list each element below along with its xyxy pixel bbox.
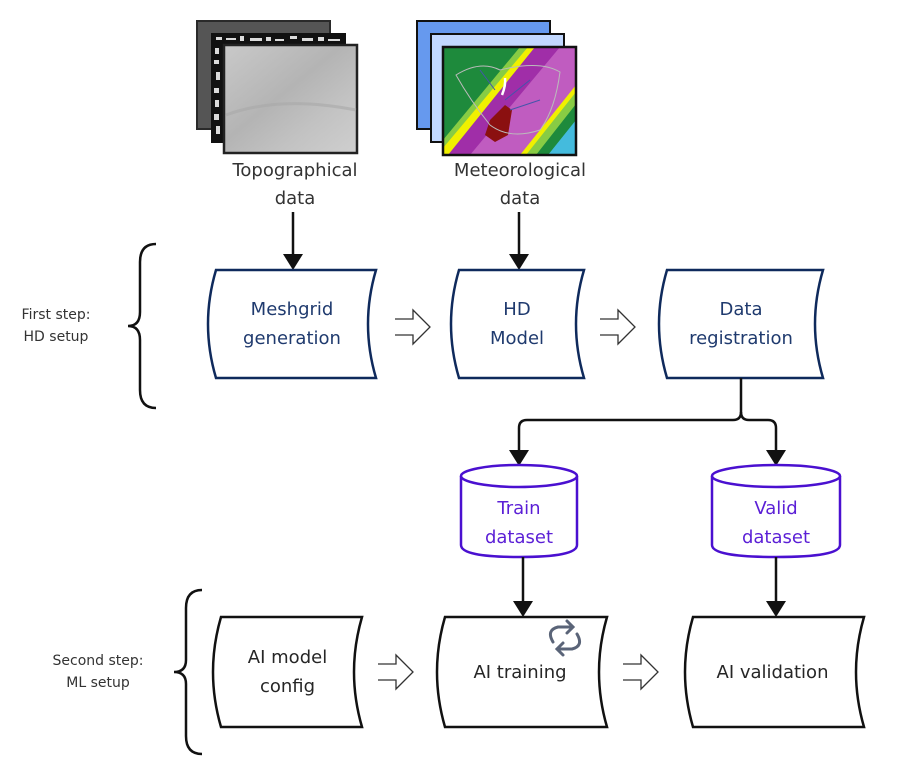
ai-model-config-shape: [211, 615, 364, 729]
ai-validation-shape: [683, 615, 866, 729]
hd-model-shape: [449, 268, 586, 380]
arrow-train-to-ai-training: [513, 557, 533, 617]
meshgrid-generation-node[interactable]: Meshgrid generation: [243, 299, 341, 349]
hollow-arrow-meshgrid-to-hd: [395, 308, 431, 346]
second-step-label: Second step: ML setup: [52, 653, 144, 691]
train-dataset-node[interactable]: Train dataset: [484, 498, 554, 548]
first-step-label: First step: HD setup: [21, 307, 91, 345]
ai-model-config-node[interactable]: AI model config: [247, 647, 328, 697]
hd-model-node[interactable]: HD Model: [489, 299, 545, 349]
hollow-arrow-training-to-validation: [623, 653, 659, 691]
valid-dataset-shape: [710, 463, 842, 559]
valid-dataset-node[interactable]: Valid dataset: [741, 498, 811, 548]
data-registration-shape: [657, 268, 825, 380]
hollow-arrow-hd-to-registration: [600, 308, 636, 346]
hollow-arrow-config-to-training: [378, 653, 414, 691]
ai-validation-node[interactable]: AI validation: [716, 661, 829, 683]
ai-training-node[interactable]: AI training: [473, 661, 567, 683]
split-arrow-registration-to-datasets: [509, 378, 786, 466]
train-dataset-shape: [459, 463, 579, 559]
second-step-brace: [173, 588, 203, 756]
meteorological-data-label: Meteorological data: [453, 160, 587, 209]
data-registration-node[interactable]: Data registration: [689, 299, 793, 349]
arrow-valid-to-ai-validation: [766, 557, 786, 617]
meshgrid-shape: [206, 268, 378, 380]
refresh-cycle-icon: [548, 619, 582, 657]
arrow-topo-to-meshgrid: [283, 212, 303, 270]
arrow-meteo-to-hd-model: [509, 212, 529, 270]
first-step-brace: [127, 242, 157, 410]
topographical-data-label: Topographical data: [232, 160, 358, 209]
ai-training-shape: [435, 615, 609, 729]
weather-map-layers-icon: [416, 20, 578, 157]
topography-layers-icon: [196, 20, 359, 155]
